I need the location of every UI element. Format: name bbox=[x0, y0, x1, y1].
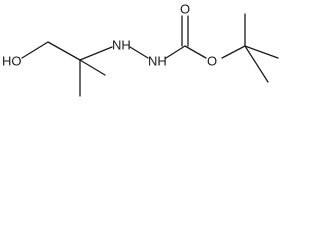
ester-oxygen-label: O bbox=[207, 54, 217, 69]
nh-label-1: NH bbox=[112, 38, 131, 53]
bond-ch2-cq bbox=[47, 41, 81, 61]
hydroxyl-label: HO bbox=[2, 54, 22, 69]
bond-tbu-methyl-down bbox=[244, 45, 269, 83]
atom-labels: HO NH NH O O bbox=[2, 2, 217, 69]
chemical-structure: HO NH NH O O bbox=[2, 2, 279, 97]
bond-cq-methyl-2 bbox=[79, 59, 106, 76]
bond-nh2-carbonyl-c bbox=[165, 45, 186, 59]
carbonyl-oxygen-label: O bbox=[180, 2, 190, 17]
bond-carbonyl-c-ester-o bbox=[184, 45, 207, 59]
bond-ho-ch2 bbox=[21, 41, 49, 59]
bond-cq-nh1 bbox=[79, 46, 113, 61]
bond-ester-o-tbu bbox=[221, 45, 246, 59]
bond-nh1-nh2 bbox=[129, 46, 149, 59]
nh-label-2: NH bbox=[148, 54, 167, 69]
bond-tbu-methyl-right bbox=[244, 45, 279, 59]
bonds bbox=[21, 13, 279, 97]
